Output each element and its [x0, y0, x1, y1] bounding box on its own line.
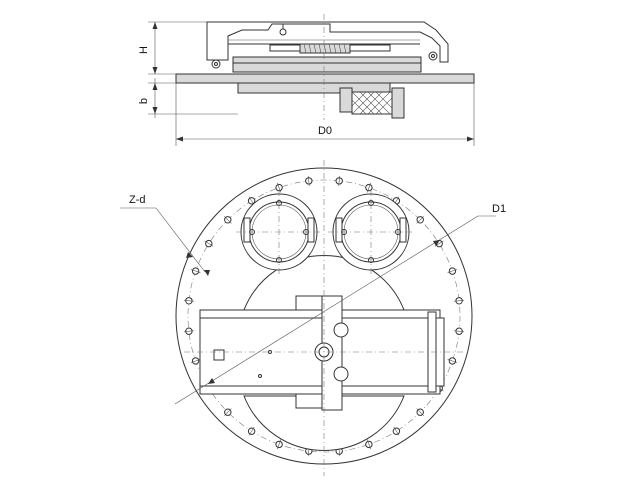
sight-glass-left — [236, 190, 322, 274]
dimension-Z-d: Z-d — [120, 194, 210, 276]
base-flange — [175, 73, 475, 84]
bolt-hole-centerline — [224, 216, 232, 224]
bolt-hole-centerline — [190, 269, 201, 273]
bolt-hole-centerline — [447, 269, 458, 273]
label-b: b — [138, 98, 150, 104]
bolt-hole-centerline — [454, 330, 465, 333]
dimension-D1: D1 — [174, 203, 506, 405]
dimension-b: b — [138, 78, 238, 118]
bolt-hole-centerline — [277, 182, 281, 193]
bolt-hole-centerline — [367, 439, 371, 450]
hinge-pin-left — [211, 59, 221, 69]
bolt-hole-centerline — [183, 330, 194, 333]
plan-view — [175, 160, 473, 476]
bolt-hole-centerline — [447, 359, 458, 363]
upper-housing — [206, 21, 449, 63]
spring-cap — [269, 44, 301, 52]
sight-glass-right — [328, 190, 414, 274]
bolt-hole-centerline — [183, 299, 194, 302]
label-D0: D0 — [318, 125, 332, 137]
bolt-hole-centerline — [338, 175, 341, 186]
bolt-hole-centerline — [454, 299, 465, 302]
cover-plate — [232, 56, 422, 73]
lower-neck — [237, 82, 391, 94]
side-view — [175, 14, 475, 120]
dimension-D0: D0 — [175, 83, 475, 146]
label-H: H — [138, 46, 150, 54]
bolt-hole-centerline — [277, 439, 281, 450]
bolt-hole-centerline — [190, 359, 201, 363]
dimension-H: H — [138, 21, 207, 75]
hinge-pin-right — [428, 51, 438, 61]
hinge-bar — [184, 295, 464, 411]
bolt-hole-centerline — [248, 426, 255, 436]
bolt-hole-centerline — [307, 175, 310, 186]
label-Z-d: Z-d — [129, 194, 146, 206]
bolt-hole-centerline — [393, 426, 400, 436]
top-knob — [279, 28, 287, 36]
spring-cap-right — [349, 44, 391, 52]
bolt-hole-centerline — [416, 408, 424, 416]
sight-glass-block — [351, 91, 393, 115]
bolt-hole-centerline — [204, 240, 214, 247]
label-D1: D1 — [492, 203, 506, 215]
bolt-hole-centerline — [416, 216, 424, 224]
bolt-hole-centerline — [367, 182, 371, 193]
bolt-hole-centerline — [224, 408, 232, 416]
